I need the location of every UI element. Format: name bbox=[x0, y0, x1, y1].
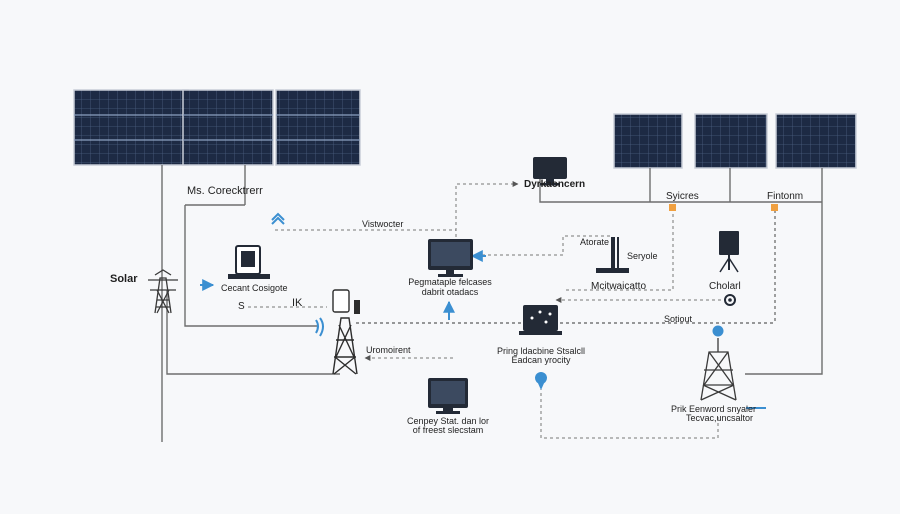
label-prik-line1: Prik Eenword snyaler bbox=[671, 404, 757, 414]
label-cenpey-line2: of freest slecstam bbox=[412, 425, 484, 435]
label-fintonm: Fintonm bbox=[767, 191, 804, 202]
label-pegmataple-line1: Pegmataple felcases bbox=[408, 277, 492, 287]
solar-panel-array-left bbox=[73, 89, 361, 166]
tablet-icon bbox=[332, 289, 350, 313]
label-pring-line1: Pring ldacbine Stsalcll bbox=[496, 346, 586, 356]
solar-panel-icon bbox=[73, 89, 189, 166]
power-lines bbox=[161, 165, 823, 442]
meter-icon bbox=[596, 237, 629, 273]
label-syicres: Syicres bbox=[666, 191, 699, 202]
tablet-icon bbox=[228, 245, 270, 279]
monitor-icon bbox=[428, 378, 468, 414]
label-pring-line2: Eadcan yrocity bbox=[511, 355, 571, 365]
label-sotiout: Sotiout bbox=[664, 314, 693, 324]
label-prik-line2: Tecvac,uncsaltor bbox=[686, 413, 754, 423]
sensor-icon bbox=[719, 231, 739, 273]
label-solar: Solar bbox=[110, 273, 138, 285]
label-pegmataple-line2: dabrit otadacs bbox=[421, 287, 479, 297]
solar-panel-icon bbox=[275, 89, 361, 166]
gear-icon bbox=[724, 294, 736, 306]
transmission-tower-icon bbox=[148, 269, 178, 314]
solar-panel-icon bbox=[694, 113, 768, 169]
label-cecant-cosigote: Cecant Cosigote bbox=[221, 283, 288, 293]
transmission-tower-icon bbox=[332, 317, 358, 375]
label-dyrkaoncern: Dyrkaoncern bbox=[524, 179, 586, 190]
connector-dot bbox=[771, 204, 778, 211]
transmission-tower-icon bbox=[700, 338, 737, 401]
blue-arrow-icons bbox=[200, 212, 766, 409]
meter-icon bbox=[354, 300, 360, 314]
label-uromoirent: Uromoirent bbox=[366, 345, 411, 355]
label-vistwocter: Vistwocter bbox=[362, 219, 404, 229]
solar-panel-icon bbox=[182, 89, 274, 166]
wifi-icon bbox=[315, 317, 324, 337]
label-atorate: Atorate bbox=[580, 237, 610, 247]
monitor-icon bbox=[428, 239, 473, 277]
pin-icon bbox=[712, 325, 724, 337]
label-mcitwaicatto: Mcitwaicatto bbox=[591, 281, 647, 292]
label-cholarl: Cholarl bbox=[709, 281, 741, 292]
pin-icon bbox=[535, 372, 547, 390]
label-ms-corecktrerr: Ms. Corecktrerr bbox=[187, 185, 263, 197]
signal-lines bbox=[248, 181, 721, 439]
label-s: S bbox=[238, 301, 245, 312]
solar-panel-icon bbox=[613, 113, 683, 169]
solar-panel-icon bbox=[775, 113, 857, 169]
label-cenpey-line1: Cenpey Stat. dan lor bbox=[406, 416, 490, 426]
label-ik: IK bbox=[292, 297, 303, 309]
laptop-icon bbox=[519, 305, 562, 335]
solar-panel-array-right bbox=[613, 113, 857, 169]
connector-dot bbox=[669, 204, 676, 211]
label-seryole: Seryole bbox=[627, 251, 658, 261]
monitor-icon bbox=[533, 157, 567, 186]
